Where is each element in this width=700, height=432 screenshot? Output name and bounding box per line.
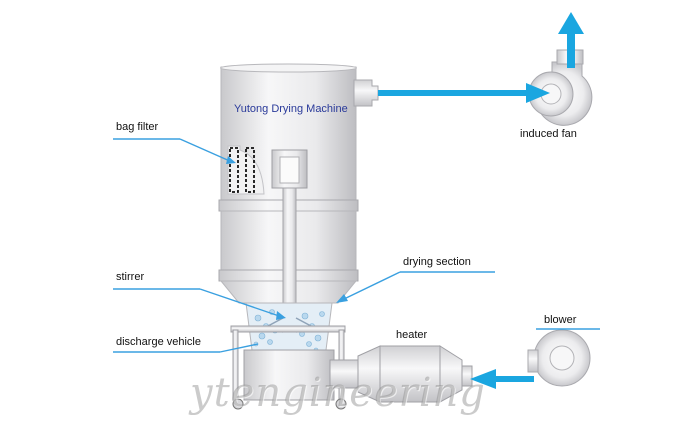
heater — [329, 345, 473, 403]
label-blower: blower — [544, 314, 577, 326]
discharge-vehicle — [230, 325, 347, 410]
watermark-text: ytengineering — [190, 370, 486, 416]
label-drying-section: drying section — [403, 256, 471, 268]
label-heater: heater — [396, 329, 428, 341]
label-stirrer: stirrer — [116, 271, 145, 283]
flow-arrows — [378, 12, 584, 389]
blower — [527, 329, 591, 387]
label-discharge-vehicle: discharge vehicle — [116, 336, 201, 348]
machine-title: Yutong Drying Machine — [234, 103, 348, 115]
leader-lines — [113, 138, 600, 353]
induced-fan — [528, 49, 593, 126]
label-bag-filter: bag filter — [116, 121, 159, 133]
bag-filter — [227, 145, 265, 195]
label-induced-fan: induced fan — [520, 128, 577, 140]
